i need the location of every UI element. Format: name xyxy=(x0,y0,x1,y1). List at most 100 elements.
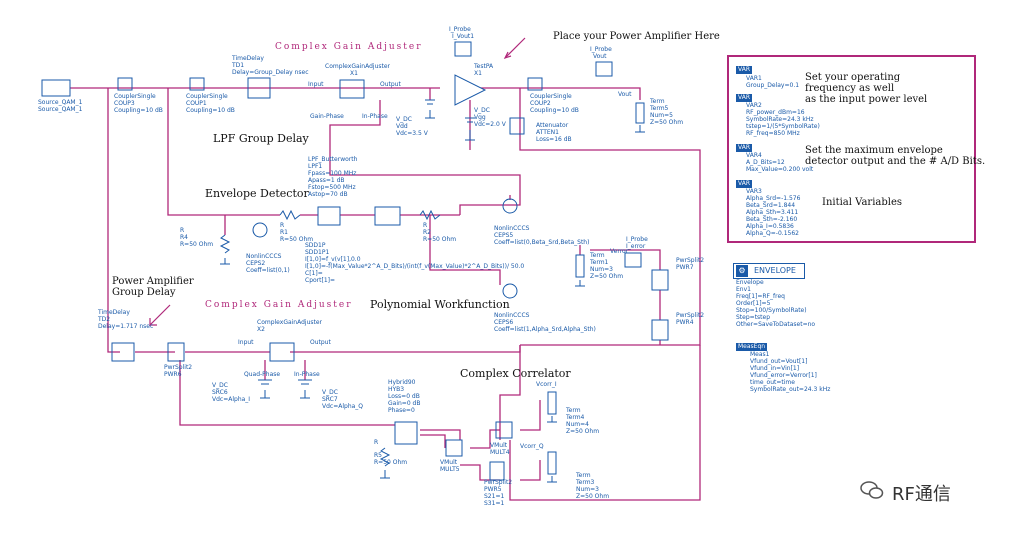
resistor-r1-icon xyxy=(279,209,301,221)
sdd-eq1: I[1,0]=f_v(v[1],0.0 xyxy=(305,256,361,263)
pwrsplit5-icon xyxy=(489,461,505,481)
var4-badge[interactable]: VAR xyxy=(736,144,752,152)
var2-badge[interactable]: VAR xyxy=(736,94,752,102)
cga1-type: ComplexGainAdjuster xyxy=(325,63,391,70)
src7-id: SRC7 xyxy=(322,396,338,403)
place-pa-note: Place your Power Amplifier Here xyxy=(553,31,720,42)
src6-id: SRC6 xyxy=(212,389,228,396)
var3-beta-sth: Beta_Sth=-2.160 xyxy=(746,216,798,223)
pa-group-delay-note-2: Group Delay xyxy=(112,287,176,298)
r2-type: R xyxy=(423,222,428,229)
var3-alpha-srd: Alpha_Srd=-1.576 xyxy=(746,195,801,202)
var4-maxvalue: Max_Value=0.200 volt xyxy=(746,166,814,173)
env-id: Env1 xyxy=(736,286,751,293)
set-freq-note-3: as the input power level xyxy=(805,94,928,105)
lpf-apass: Apass=1 dB xyxy=(308,177,345,184)
hybrid-phase: Phase=0 xyxy=(388,407,415,414)
var2-id: VAR2 xyxy=(746,102,762,109)
pa-triangle-icon xyxy=(454,74,487,106)
cga1-id: X1 xyxy=(350,70,358,77)
probe-error-icon xyxy=(624,252,642,268)
envelope-controller[interactable]: ⚙ ENVELOPE xyxy=(733,263,805,279)
cga2-id: X2 xyxy=(257,326,265,333)
src7-type: V_DC xyxy=(322,389,338,396)
cga-bottom-title: Complex Gain Adjuster xyxy=(205,300,353,310)
cga1-output: Output xyxy=(380,81,401,88)
term3-id: Term3 xyxy=(576,479,595,486)
coupler-cop1-icon xyxy=(189,77,205,91)
source-name: Source_QAM_1 xyxy=(38,99,83,106)
polynomial-workfunction-note: Polynomial Workfunction xyxy=(370,298,510,311)
src7-param: Vdc=Alpha_Q xyxy=(322,403,364,410)
hybrid-type: Hybrid90 xyxy=(388,379,416,386)
r4-param: R=50 Ohm xyxy=(180,241,214,248)
cga-top-title: Complex Gain Adjuster xyxy=(275,42,423,52)
cga1-gainphase: Gain-Phase xyxy=(310,113,344,120)
vout-label: Vout xyxy=(618,91,632,98)
lpf-group-delay-note: LPF Group Delay xyxy=(213,132,309,145)
testpa-id: X1 xyxy=(474,70,482,77)
term1-icon xyxy=(575,254,585,278)
pwr7-type: PwrSplit2 xyxy=(676,257,705,264)
sdd-cport: Cport[1]= xyxy=(305,277,336,284)
var3-badge[interactable]: VAR xyxy=(736,180,752,188)
probe-top-type: I_Probe xyxy=(449,26,471,33)
var3-alpha-q: Alpha_Q=-0.1562 xyxy=(746,230,799,237)
var2-tstep: tstep=1/(5*SymbolRate) xyxy=(746,123,820,130)
coupler2-id: COUP1 xyxy=(186,100,207,107)
var2-rfpower: RF_power_dBm=16 xyxy=(746,109,805,116)
mult5-type: VMult xyxy=(440,459,458,466)
var1-id: VAR1 xyxy=(746,75,762,82)
sdd-type: SDD1P xyxy=(305,242,326,249)
source-name-2: Source_QAM_1 xyxy=(38,106,83,113)
coupler3-id: COUP2 xyxy=(530,100,551,107)
r4-id: R4 xyxy=(180,234,188,241)
lpf-icon xyxy=(317,206,341,226)
lpf-id: LPF1 xyxy=(308,163,323,170)
probe-err-id: I_error xyxy=(626,243,646,250)
vdd-param: Vdc=3.5 V xyxy=(396,130,428,137)
attenuator-icon xyxy=(509,117,525,135)
cga1-inphase: In-Phase xyxy=(362,113,388,120)
cga2-inphase: In-Phase xyxy=(294,371,320,378)
src6-param: Vdc=Alpha_I xyxy=(212,396,251,403)
term4-num: Num=4 xyxy=(566,421,589,428)
resistor-r5-icon xyxy=(379,447,391,467)
pwr5-s31: S31=1 xyxy=(484,500,505,507)
pwrsplit6-icon xyxy=(167,342,185,362)
vgg-type: V_DC xyxy=(474,107,490,114)
set-env-note-2: detector output and the # A/D Bits. xyxy=(805,156,986,167)
pwr7-id: PWR7 xyxy=(676,264,694,271)
cga2-quadphase: Quad-Phase xyxy=(244,371,281,378)
measeqn-badge[interactable]: MeasEqn xyxy=(736,343,768,351)
hybrid-id: HYB3 xyxy=(388,386,405,393)
pwr5-id: PWR5 xyxy=(484,486,502,493)
cga2-type: ComplexGainAdjuster xyxy=(257,319,323,326)
set-freq-note-2: frequency as well xyxy=(805,83,895,94)
term1-type: Term xyxy=(590,252,605,259)
var1-badge[interactable]: VAR xyxy=(736,66,752,74)
pwr6-id: PWR6 xyxy=(164,371,182,378)
td2-param: Delay=1.717 nsec xyxy=(98,323,154,330)
source-qam-icon xyxy=(41,79,71,97)
env-stop: Stop=100/SymbolRate) xyxy=(736,307,807,314)
meas-vfund-error: Vfund_error=Verror[1] xyxy=(750,372,817,379)
coupler2-type: CouplerSingle xyxy=(186,93,228,100)
term3-num: Num=3 xyxy=(576,486,599,493)
grounds xyxy=(220,110,645,483)
probe-err-type: I_Probe xyxy=(626,236,648,243)
testpa-type: TestPA xyxy=(474,63,494,70)
pwrsplit4-icon xyxy=(651,319,669,341)
coupler1-type: CouplerSingle xyxy=(114,93,156,100)
td1-param: Delay=Group_Delay nsec xyxy=(232,69,309,76)
sdd-eq2: I[1,0]=-f(Max_Value*2^A_D_Bits)/(int(f_v… xyxy=(305,263,525,270)
hybrid90-icon xyxy=(394,421,418,445)
lpf-type: LPF_Butterworth xyxy=(308,156,358,163)
cga-x1-icon xyxy=(339,79,365,99)
term4-z: Z=50 Ohm xyxy=(566,428,600,435)
annotation-arrows xyxy=(149,37,526,326)
var4-id: VAR4 xyxy=(746,152,762,159)
probe-right-id: Vout xyxy=(593,53,607,60)
coupler1-id: COUP3 xyxy=(114,100,135,107)
